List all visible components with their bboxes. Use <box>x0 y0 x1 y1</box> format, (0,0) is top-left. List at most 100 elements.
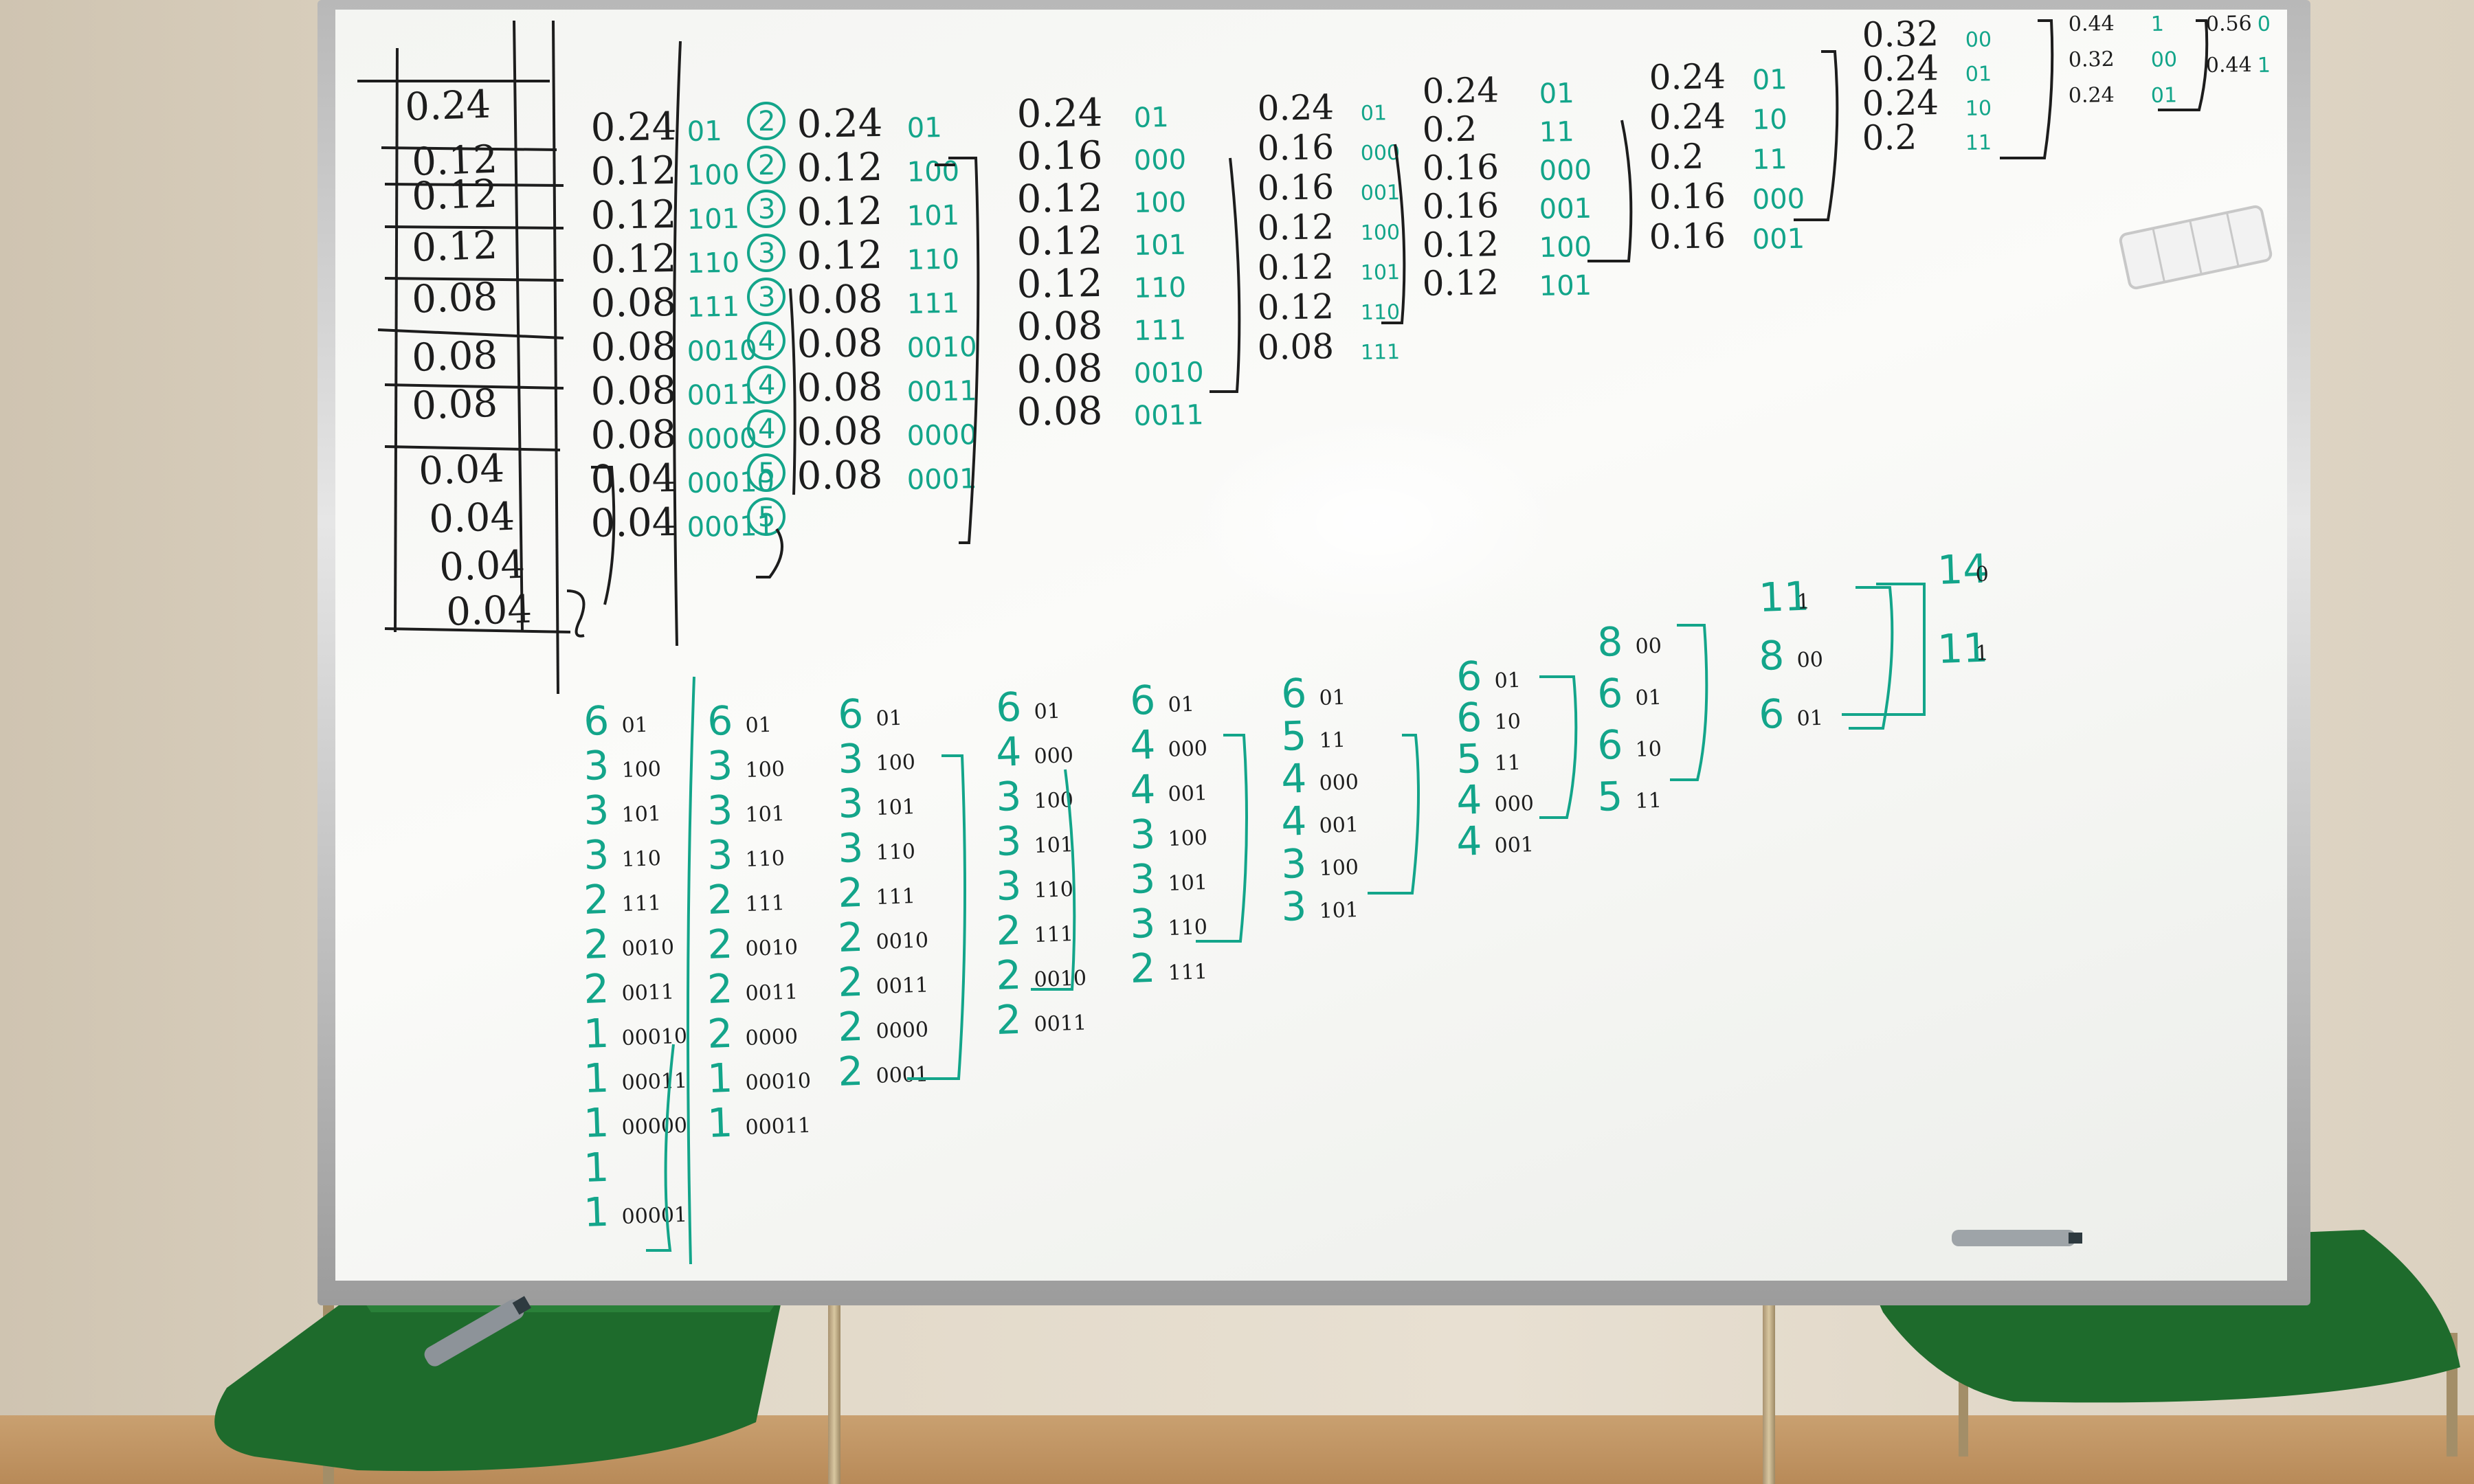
huffman-code: 001 <box>1539 193 1592 225</box>
count-code: 01 <box>621 713 648 738</box>
count-code: 00 <box>1635 634 1662 659</box>
count-value: 11 <box>1937 624 1989 673</box>
count-code: 01 <box>1319 686 1346 710</box>
huffman-probability: 0.16 <box>1016 133 1103 179</box>
huffman-code: 1 <box>2151 12 2165 36</box>
marker-icon[interactable] <box>421 1293 533 1369</box>
huffman-probability: 0.04 <box>590 456 677 502</box>
count-value: 14 <box>1937 545 1989 594</box>
count-value: 6 <box>1456 653 1482 700</box>
count-value: 2 <box>583 921 610 968</box>
count-value: 2 <box>995 952 1022 999</box>
huffman-probability: 0.12 <box>796 145 883 191</box>
probability-table: 0.240.120.120.120.080.080.080.040.040.04… <box>404 82 533 635</box>
huffman-code: 01 <box>1539 78 1574 110</box>
count-value: 2 <box>706 921 733 968</box>
huffman-code: 001 <box>1361 181 1401 205</box>
count-value: 2 <box>1129 945 1156 992</box>
count-value: 6 <box>837 690 864 738</box>
huffman-probability: 0.24 <box>1862 82 1939 124</box>
huffman-probability: 0.24 <box>590 104 677 150</box>
count-code: 11 <box>1494 751 1521 776</box>
count-value: 3 <box>1129 900 1156 947</box>
huffman-code: 111 <box>1361 340 1401 365</box>
count-code: 101 <box>1319 898 1359 923</box>
probability-cell: 0.08 <box>411 381 498 429</box>
count-value: 1 <box>706 1055 733 1102</box>
huffman-probability: 0.56 <box>2206 12 2252 36</box>
huffman-code: 0010 <box>687 335 757 368</box>
circled-length: 4 <box>758 326 775 357</box>
count-value: 3 <box>837 735 864 783</box>
merge-brackets-top <box>591 19 2209 605</box>
count-value: 3 <box>1129 855 1156 903</box>
count-value: 2 <box>706 876 733 923</box>
marker-tray-icon[interactable] <box>1952 1230 2082 1246</box>
count-code: 000 <box>1034 743 1073 769</box>
circled-length: 2 <box>758 106 775 137</box>
count-value: 4 <box>1129 766 1156 813</box>
huffman-probability: 0.12 <box>1016 218 1103 265</box>
huffman-code: 111 <box>1133 315 1186 347</box>
huffman-probability: 0.2 <box>1422 109 1478 150</box>
count-code: 101 <box>745 802 785 827</box>
huffman-probability: 0.16 <box>1257 127 1334 168</box>
huffman-probability: 0.12 <box>1257 247 1334 288</box>
count-value: 8 <box>1758 632 1785 679</box>
count-code: 100 <box>1168 826 1207 851</box>
count-code: 111 <box>621 891 661 917</box>
count-value: 2 <box>837 958 864 1006</box>
huffman-probability: 0.12 <box>590 148 677 194</box>
circled-length: 2 <box>758 150 775 181</box>
count-code: 10 <box>1494 710 1521 734</box>
huffman-probability: 0.04 <box>590 500 677 546</box>
count-code: 01 <box>1034 699 1060 724</box>
huffman-code: 11 <box>1752 144 1787 176</box>
count-code: 01 <box>876 706 902 731</box>
count-code: 000 <box>1168 737 1207 762</box>
huffman-probability: 0.12 <box>1422 262 1499 304</box>
huffman-code: 00 <box>1965 27 1992 52</box>
count-code: 1 <box>1796 589 1810 614</box>
count-code: 001 <box>1168 781 1207 807</box>
count-value: 1 <box>583 1144 610 1191</box>
count-code: 111 <box>1034 922 1073 947</box>
count-value: 3 <box>837 824 864 872</box>
eraser-icon[interactable] <box>2119 205 2273 290</box>
huffman-probability: 0.08 <box>590 412 677 458</box>
count-code: 110 <box>621 846 661 872</box>
probability-cell: 0.04 <box>445 587 533 635</box>
huffman-code: 10 <box>1965 96 1992 121</box>
huffman-probability: 0.12 <box>590 192 677 238</box>
count-code: 0010 <box>745 935 799 961</box>
probability-cell: 0.08 <box>411 333 498 381</box>
count-code: 0010 <box>876 928 929 954</box>
count-value: 3 <box>1280 840 1307 888</box>
count-code: 001 <box>1319 813 1359 838</box>
huffman-probability: 0.08 <box>796 321 883 367</box>
count-value: 3 <box>706 742 733 789</box>
count-code: 1 <box>1975 641 1989 666</box>
circled-length-marker <box>747 146 785 184</box>
huffman-probability: 0.12 <box>1257 207 1334 248</box>
huffman-probability: 0.08 <box>796 453 883 499</box>
huffman-probability: 0.32 <box>2069 47 2115 72</box>
huffman-code: 01 <box>1965 62 1992 87</box>
count-code: 10 <box>1635 737 1662 762</box>
count-value: 2 <box>583 876 610 923</box>
count-value: 5 <box>1596 773 1623 820</box>
huffman-code: 0001 <box>906 463 977 496</box>
huffman-code: 11 <box>1539 116 1574 148</box>
probability-cell: 0.04 <box>428 495 515 542</box>
huffman-code: 101 <box>1539 270 1592 302</box>
probability-table-grid <box>357 20 682 695</box>
whiteboard <box>335 10 2287 1281</box>
huffman-code: 110 <box>1361 300 1401 325</box>
count-code: 000 <box>1319 770 1359 796</box>
merge-brackets-bottom <box>646 583 1926 1265</box>
huffman-code: 100 <box>687 159 739 192</box>
count-value: 11 <box>1758 572 1810 621</box>
huffman-probability: 0.16 <box>1649 176 1726 217</box>
